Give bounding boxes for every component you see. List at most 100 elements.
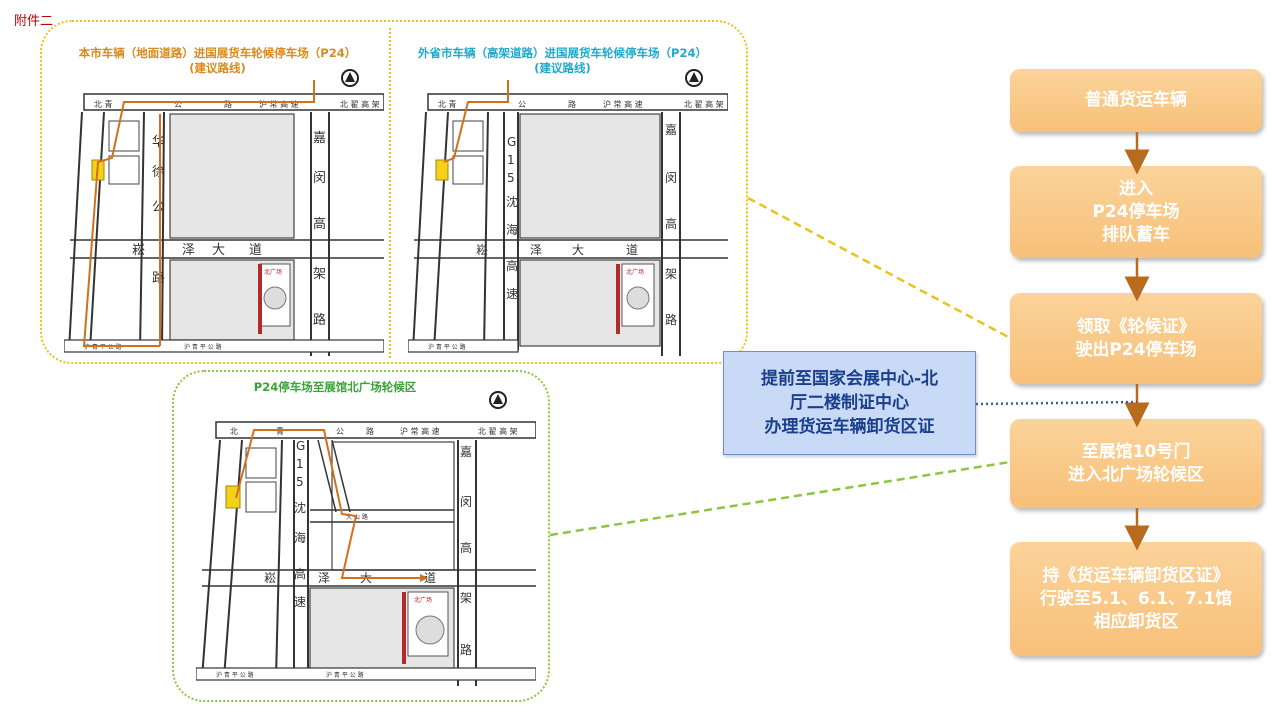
- compass-icon: [489, 391, 507, 409]
- svg-text:路: 路: [460, 642, 472, 657]
- flow-step-5: 持《货运车辆卸货区证》 行驶至5.1、6.1、7.1馆 相应卸货区: [1010, 542, 1262, 656]
- svg-text:架: 架: [313, 267, 326, 282]
- p24-map-title: P24停车场至展馆北广场轮候区: [253, 380, 417, 394]
- svg-text:高: 高: [460, 540, 472, 555]
- outside-map-title-line1: 外省市车辆（高架道路）进国展货车轮候停车场（P24）: [418, 46, 707, 60]
- outside-route-line: [443, 80, 509, 163]
- svg-text:架: 架: [665, 267, 677, 281]
- huaxu-1: 华: [152, 135, 165, 150]
- svg-text:徐: 徐: [152, 165, 165, 180]
- green-connector: [549, 460, 1011, 537]
- maps-divider: [389, 28, 391, 358]
- svg-text:架: 架: [460, 591, 472, 605]
- svg-text:速: 速: [506, 287, 518, 301]
- svg-text:大: 大: [572, 243, 584, 257]
- outside-map-title: 外省市车辆（高架道路）进国展货车轮候停车场（P24） (建议路线): [395, 46, 730, 76]
- svg-text:G: G: [296, 439, 305, 453]
- svg-text:沈: 沈: [294, 500, 306, 515]
- svg-text:北 翟 高 架: 北 翟 高 架: [478, 426, 518, 436]
- svg-text:道: 道: [424, 571, 436, 585]
- svg-text:崧: 崧: [476, 243, 488, 257]
- compass-icon: [341, 69, 359, 87]
- svg-text:路: 路: [366, 426, 374, 436]
- svg-text:海: 海: [294, 530, 306, 545]
- flow-step-4: 至展馆10号门 进入北广场轮候区: [1010, 419, 1262, 508]
- svg-text:路: 路: [313, 312, 326, 328]
- svg-text:大 山 路: 大 山 路: [346, 513, 368, 521]
- yellow-connector: [747, 196, 1011, 340]
- svg-text:沪 青 平 公 路: 沪 青 平 公 路: [326, 671, 364, 679]
- blue-connector: [975, 400, 1138, 406]
- p24-route-line: [235, 429, 420, 579]
- svg-text:闵: 闵: [460, 494, 472, 509]
- flow-step-2-line-2: P24停车场: [1092, 201, 1180, 222]
- svg-text:北: 北: [230, 427, 238, 436]
- local-road-top: 北 青: [94, 99, 113, 109]
- svg-text:路: 路: [568, 99, 576, 109]
- local-route-line: [82, 80, 315, 347]
- permit-note-line-2: 厅二楼制证中心: [790, 393, 909, 413]
- svg-text:北 翟 高 架: 北 翟 高 架: [340, 99, 380, 109]
- exhibition-block-north: [169, 113, 295, 239]
- svg-text:海: 海: [506, 222, 518, 237]
- svg-text:沪 常 高 速: 沪 常 高 速: [400, 426, 440, 436]
- svg-text:路: 路: [665, 312, 677, 327]
- svg-text:1: 1: [296, 457, 304, 471]
- svg-text:北 青: 北 青: [438, 99, 457, 109]
- svg-text:5: 5: [296, 475, 304, 489]
- svg-text:高: 高: [294, 566, 306, 581]
- svg-text:嘉: 嘉: [665, 123, 677, 137]
- local-map-title: 本市车辆（地面道路）进国展货车轮候停车场（P24） (建议路线): [50, 46, 385, 76]
- flow-step-5-line-3: 相应卸货区: [1093, 611, 1179, 632]
- p24-block-north: [331, 441, 455, 571]
- svg-text:速: 速: [294, 595, 306, 609]
- flow-step-4-line-1: 至展馆10号门: [1081, 441, 1191, 462]
- top-maps-panel: [40, 20, 748, 364]
- p24-map-panel: [172, 370, 550, 702]
- svg-text:路: 路: [152, 270, 165, 286]
- svg-text:闵: 闵: [665, 170, 677, 185]
- svg-text:高: 高: [313, 216, 326, 232]
- svg-text:公: 公: [174, 100, 182, 109]
- svg-text:5: 5: [507, 171, 515, 185]
- local-north-square: 北广场: [264, 268, 282, 276]
- permit-note-line-1: 提前至国家会展中心-北: [760, 369, 939, 389]
- flow-step-2-line-3: 排队蓄车: [1102, 224, 1170, 245]
- permit-note-line-3: 办理货运车辆卸货区证: [764, 417, 935, 437]
- attachment-label: 附件二: [14, 14, 54, 29]
- svg-text:沪 常 高 速: 沪 常 高 速: [603, 99, 643, 109]
- svg-text:沈: 沈: [506, 194, 518, 209]
- flow-step-3-line-2: 驶出P24停车场: [1075, 339, 1197, 360]
- local-map-title-line2: (建议路线): [189, 61, 246, 75]
- flow-step-5-line-1: 持《货运车辆卸货区证》: [1042, 565, 1230, 586]
- svg-text:G: G: [507, 135, 516, 149]
- svg-text:沪 青 平 公 路: 沪 青 平 公 路: [428, 343, 466, 351]
- outside-map-title-line2: (建议路线): [534, 61, 591, 75]
- flow-step-3-line-1: 领取《轮候证》: [1076, 316, 1196, 337]
- svg-text:沪 青 平 公 路: 沪 青 平 公 路: [184, 343, 222, 351]
- flow-step-1: 普通货运车辆: [1010, 69, 1262, 132]
- permit-note-box: 提前至国家会展中心-北 厅二楼制证中心 办理货运车辆卸货区证: [723, 351, 976, 455]
- svg-text:1: 1: [507, 153, 515, 167]
- svg-text:道: 道: [626, 243, 638, 257]
- svg-text:沪 青 平 公 路: 沪 青 平 公 路: [216, 671, 254, 679]
- svg-text:泽: 泽: [318, 571, 330, 585]
- svg-text:路: 路: [224, 99, 232, 109]
- svg-text:崧: 崧: [132, 243, 145, 258]
- svg-text:高: 高: [506, 258, 518, 273]
- p24-north-square: 北广场: [414, 596, 432, 604]
- svg-text:沪 常 高 速: 沪 常 高 速: [259, 99, 299, 109]
- outside-block-north: [519, 113, 661, 239]
- p24-route-map: 北 青 公 路 沪 常 高 速 北 翟 高 架 北广场 大 山 路 沪 青 平 …: [196, 391, 536, 686]
- local-map-title-line1: 本市车辆（地面道路）进国展货车轮候停车场（P24）: [78, 46, 357, 60]
- flow-step-1-line-1: 普通货运车辆: [1085, 90, 1187, 110]
- svg-text:公: 公: [152, 200, 165, 215]
- svg-text:嘉: 嘉: [313, 131, 326, 146]
- svg-text:公: 公: [518, 100, 526, 109]
- flow-step-4-line-2: 进入北广场轮候区: [1068, 464, 1204, 485]
- svg-text:北 翟 高 架: 北 翟 高 架: [684, 99, 724, 109]
- flow-step-3: 领取《轮候证》 驶出P24停车场: [1010, 293, 1262, 384]
- compass-icon: [685, 69, 703, 87]
- svg-text:泽: 泽: [530, 243, 542, 257]
- svg-text:崧: 崧: [264, 571, 276, 585]
